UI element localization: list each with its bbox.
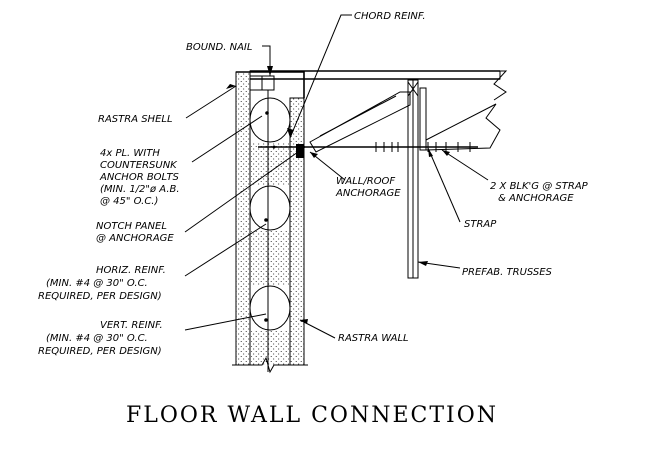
label-horiz-line2: (MIN. #4 @ 30" O.C. [46,278,148,289]
rastra-wall [232,71,308,374]
label-notch-line1: NOTCH PANEL [96,221,167,232]
roof-deck [249,70,508,101]
label-plate-line2: COUNTERSUNK [100,160,178,171]
leader-arrows [226,66,450,324]
horizontal-rebar [264,111,269,322]
leader-lines [184,14,489,339]
anchorage [258,142,478,158]
label-vert-line2: (MIN. #4 @ 30" O.C. [46,333,148,344]
label-plate-line5: @ 45" O.C.) [100,196,158,207]
label-horiz-line1: HORIZ. REINF. [96,265,166,276]
label-blkg-line1: 2 X BLK'G @ STRAP [490,181,589,192]
label-vert-line3: REQUIRED, PER DESIGN) [38,346,162,357]
label-plate-line3: ANCHOR BOLTS [99,172,180,183]
label-blkg-line2: & ANCHORAGE [498,193,574,204]
label-rastra-wall: RASTRA WALL [338,333,409,344]
rastra-shell-inner [289,97,305,366]
prefab-truss [309,79,501,279]
label-horiz-line3: REQUIRED, PER DESIGN) [38,291,162,302]
steel-plate [296,144,304,158]
core-cells [249,97,291,365]
rastra-shell-outer [235,71,251,366]
label-plate-line4: (MIN. 1/2"ø A.B. [100,184,180,195]
label-wall-roof-line2: ANCHORAGE [335,188,401,199]
drawing-title: FLOOR WALL CONNECTION [126,403,498,428]
label-wall-roof-line1: WALL/ROOF [336,176,395,187]
label-prefab-trusses: PREFAB. TRUSSES [462,267,553,278]
label-chord-reinf: CHORD REINF. [354,11,426,22]
label-bound-nail: BOUND. NAIL [186,42,252,53]
label-strap: STRAP [464,219,497,230]
label-notch-line2: @ ANCHORAGE [96,233,174,244]
label-vert-line1: VERT. REINF. [100,320,163,331]
label-plate-line1: 4x PL. WITH [100,148,160,159]
label-rastra-shell: RASTRA SHELL [98,114,173,125]
